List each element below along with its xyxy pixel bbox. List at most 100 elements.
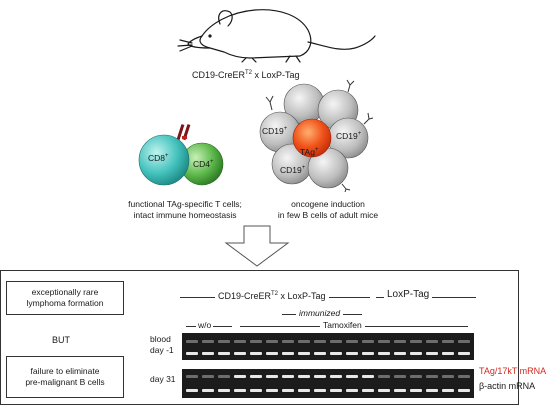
lymphoma-box: exceptionally rare lymphoma formation <box>6 281 124 315</box>
gel-band <box>202 340 214 343</box>
gel-band <box>426 375 438 378</box>
gel-band <box>314 352 326 355</box>
bottom-panel <box>0 270 519 405</box>
gel-band <box>362 389 374 392</box>
gel-band <box>250 352 262 355</box>
gel-band <box>298 352 310 355</box>
gel-band <box>282 352 294 355</box>
gel-band <box>234 389 246 392</box>
mouse-label: CD19-CreERT2 x LoxP-Tag <box>192 70 300 80</box>
gel-band <box>282 389 294 392</box>
gel-blood-day-minus1 <box>182 333 474 360</box>
gel-band <box>442 375 454 378</box>
group1-label: CD19-CreERT2 x LoxP-Tag <box>215 291 329 301</box>
gel-band <box>186 340 198 343</box>
b-cells-illustration <box>259 79 374 193</box>
gel-band <box>186 352 198 355</box>
gel-band <box>346 340 358 343</box>
blood-row-label: blood day -1 <box>150 334 174 355</box>
gel-band <box>458 340 470 343</box>
gel-day31 <box>182 369 474 398</box>
tamoxifen-label: Tamoxifen <box>320 320 365 330</box>
cd19-label-b: CD19+ <box>336 131 362 141</box>
t-cells-illustration <box>138 124 224 186</box>
cd4-label: CD4+ <box>193 159 214 169</box>
actin-mrna-label: β-actin mRNA <box>479 381 536 391</box>
gel-band <box>426 352 438 355</box>
immunized-label: immunized <box>296 308 344 318</box>
gel-band <box>250 340 262 343</box>
gel-band <box>330 340 342 343</box>
gel-band <box>378 352 390 355</box>
gel-band <box>266 389 278 392</box>
gel-band <box>458 375 470 378</box>
gel-band <box>250 375 262 378</box>
gel-band <box>266 375 278 378</box>
gel-band <box>202 375 214 378</box>
gel-band <box>282 340 294 343</box>
t-cells-caption: functional TAg-specific T cells; intact … <box>128 199 242 220</box>
group2-label: LoxP-Tag <box>384 289 433 300</box>
gel-band <box>298 340 310 343</box>
gel-band <box>394 389 406 392</box>
gel-band <box>442 340 454 343</box>
gel-band <box>250 389 262 392</box>
gel-band <box>266 340 278 343</box>
gel-band <box>186 389 198 392</box>
gel-band <box>394 340 406 343</box>
cd8-label: CD8+ <box>148 153 169 163</box>
gel-band <box>378 389 390 392</box>
gel-band <box>314 340 326 343</box>
gel-band <box>218 340 230 343</box>
gel-band <box>266 352 278 355</box>
down-arrow-icon <box>224 225 290 267</box>
gel-band <box>234 375 246 378</box>
gel-band <box>314 375 326 378</box>
gel-band <box>282 375 294 378</box>
gel-band <box>346 389 358 392</box>
gel-band <box>410 389 422 392</box>
mouse-illustration <box>177 9 376 63</box>
cd19-label-a: CD19+ <box>262 126 288 136</box>
gel-band <box>218 352 230 355</box>
gel-band <box>330 352 342 355</box>
gel-band <box>234 340 246 343</box>
gel-band <box>330 375 342 378</box>
gel-band <box>234 352 246 355</box>
gel-band <box>410 352 422 355</box>
but-label: BUT <box>52 335 70 345</box>
gel-band <box>442 352 454 355</box>
gel-band <box>202 352 214 355</box>
tag-label: TAg+ <box>300 147 319 157</box>
premalignant-box: failure to eliminate pre-malignant B cel… <box>6 356 124 398</box>
gel-band <box>394 375 406 378</box>
gel-band <box>218 375 230 378</box>
gel-band <box>298 389 310 392</box>
gel-band <box>314 389 326 392</box>
gel-band <box>458 352 470 355</box>
gel-band <box>442 389 454 392</box>
gel-band <box>218 389 230 392</box>
tag-mrna-label: TAg/17kT mRNA <box>479 366 546 376</box>
gel-band <box>298 375 310 378</box>
gel-band <box>410 375 422 378</box>
gel-band <box>346 375 358 378</box>
gel-band <box>330 389 342 392</box>
b-cells-caption: oncogene induction in few B cells of adu… <box>277 199 379 220</box>
gel-band <box>394 352 406 355</box>
wo-label: w/o <box>196 320 214 330</box>
gel-band <box>346 352 358 355</box>
gel-band <box>378 375 390 378</box>
gel-band <box>410 340 422 343</box>
gel-band <box>186 375 198 378</box>
gel-band <box>362 375 374 378</box>
day31-row-label: day 31 <box>150 374 176 384</box>
gel-band <box>362 352 374 355</box>
gel-band <box>426 389 438 392</box>
cd19-label-c: CD19+ <box>280 165 306 175</box>
gel-band <box>378 340 390 343</box>
gel-band <box>426 340 438 343</box>
gel-band <box>458 389 470 392</box>
gel-band <box>362 340 374 343</box>
gel-band <box>202 389 214 392</box>
